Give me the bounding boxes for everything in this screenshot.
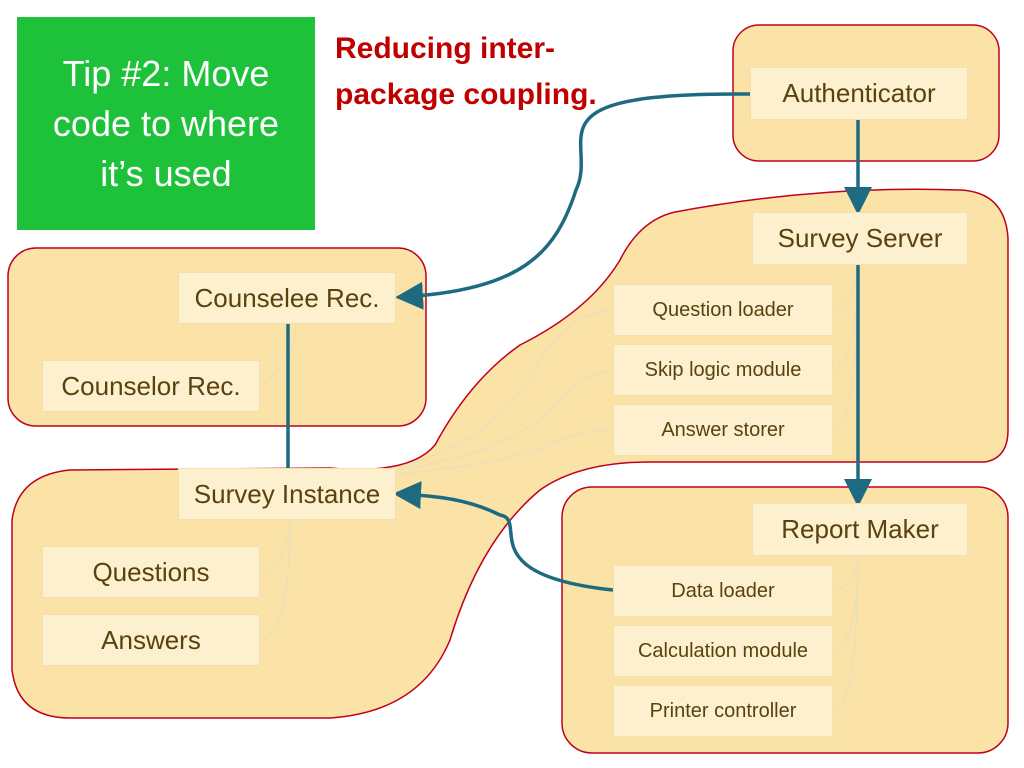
node-printer-controller: Printer controller bbox=[613, 685, 833, 737]
arrow-data-loader-to-survey-instance bbox=[393, 481, 614, 592]
connector-instance-answer-storer bbox=[397, 429, 614, 475]
node-authenticator: Authenticator bbox=[750, 67, 968, 120]
node-calculation-module: Calculation module bbox=[613, 625, 833, 677]
node-report-maker: Report Maker bbox=[752, 503, 968, 556]
tip-callout: Tip #2: Move code to where it’s used bbox=[17, 17, 315, 230]
dependency-arrows bbox=[286, 92, 872, 592]
node-counselee-rec: Counselee Rec. bbox=[178, 272, 396, 324]
node-answers: Answers bbox=[42, 614, 260, 666]
slide-heading: Reducing inter-package coupling. bbox=[335, 32, 597, 111]
hierarchy-connectors bbox=[261, 265, 859, 713]
node-questions: Questions bbox=[42, 546, 260, 598]
node-data-loader: Data loader bbox=[613, 565, 833, 617]
tip-text: Tip #2: Move code to where it’s used bbox=[52, 52, 280, 194]
connector-instance-answers bbox=[261, 519, 291, 641]
node-skip-logic-module: Skip logic module bbox=[613, 344, 833, 396]
node-question-loader: Question loader bbox=[613, 284, 833, 336]
connector-report-printer bbox=[833, 555, 859, 713]
node-survey-server: Survey Server bbox=[752, 212, 968, 265]
node-survey-instance: Survey Instance bbox=[178, 468, 396, 520]
connector-instance-skip-logic bbox=[397, 369, 614, 471]
connector-instance-question-loader bbox=[397, 309, 614, 469]
node-answer-storer: Answer storer bbox=[613, 404, 833, 456]
node-counselor-rec: Counselor Rec. bbox=[42, 360, 260, 412]
arrow-authenticator-to-counselee bbox=[395, 92, 751, 310]
